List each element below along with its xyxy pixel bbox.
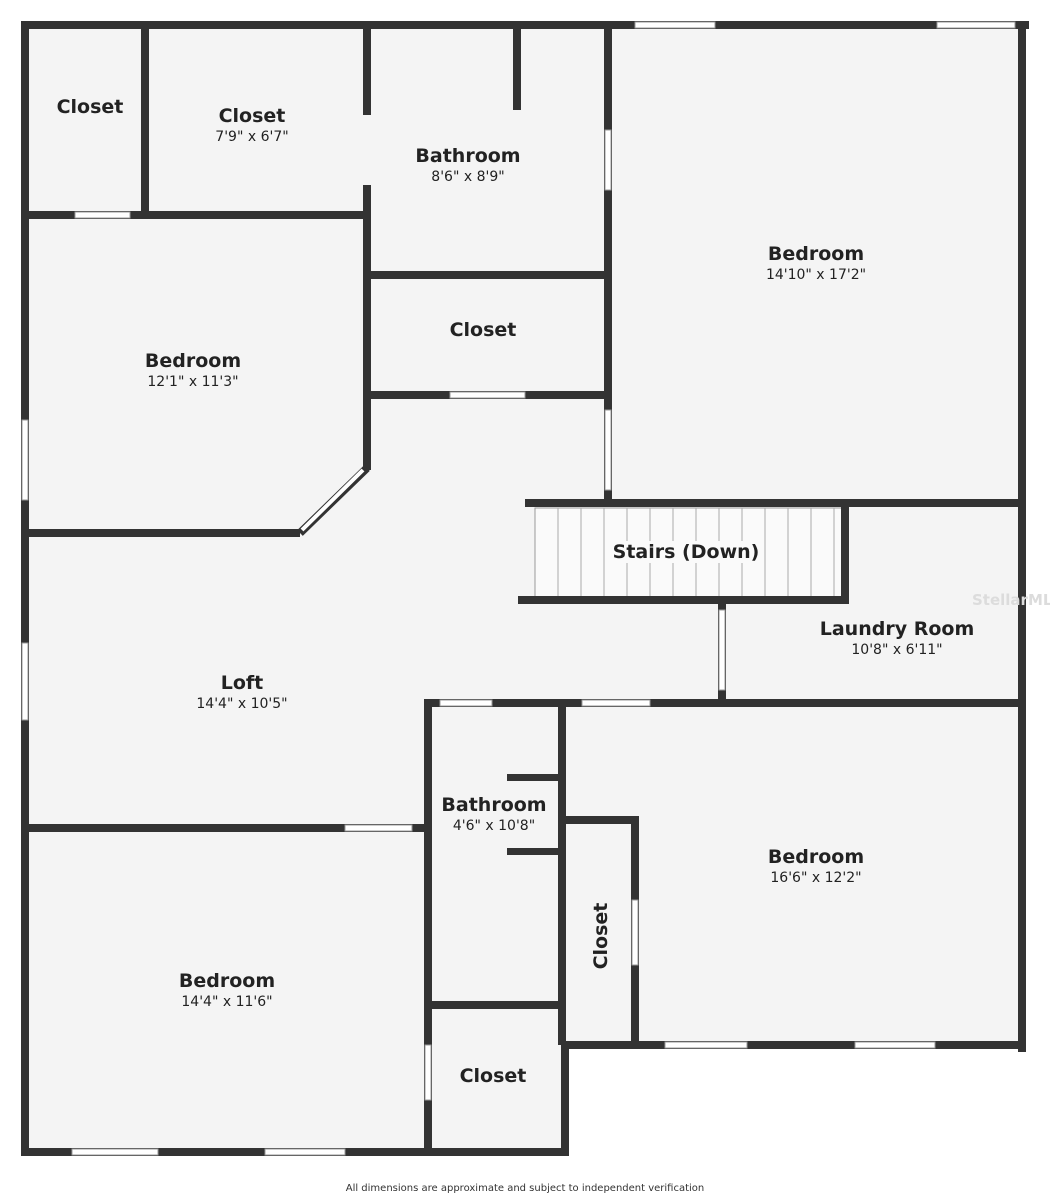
room-stairs: Stairs (Down) [608, 541, 764, 563]
room-closet-4: Closet [590, 902, 612, 970]
windows [21, 21, 1016, 1156]
room-closet-1: Closet [56, 96, 124, 118]
room-closet-3: Closet [449, 319, 517, 341]
watermark: StellarMLS [972, 591, 1050, 609]
walls [21, 21, 1029, 1156]
floor [25, 25, 1022, 1152]
room-closet-5: Closet [459, 1065, 527, 1087]
footer-disclaimer: All dimensions are approximate and subje… [345, 1183, 705, 1194]
